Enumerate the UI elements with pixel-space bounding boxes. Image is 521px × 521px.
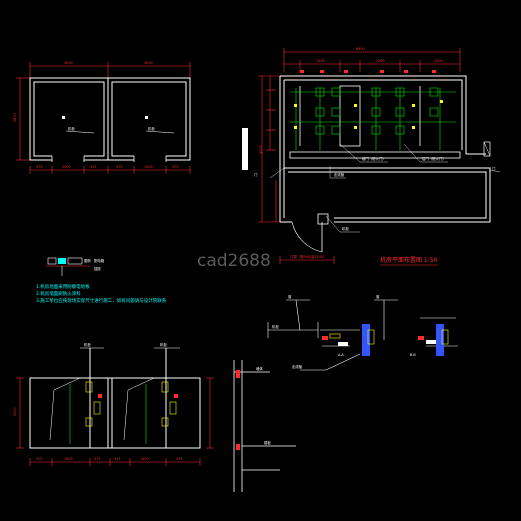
equipment-layout [290, 87, 456, 150]
door-swing [291, 221, 323, 253]
wall-panel [242, 128, 248, 170]
room-marker [145, 116, 148, 119]
note-line: 3.施工单位应按现场实际尺寸进行施工，如有问题请与设计院联系 [36, 297, 167, 304]
leader-text: 门 [254, 172, 258, 177]
elevation-views: 2200 375 1500 375 375 1500 375 机柜 机柜 [13, 342, 214, 466]
dim-text: 1200 [316, 59, 325, 63]
room-marker [62, 116, 65, 119]
door-openings [52, 154, 166, 162]
notes-block: 1.机房地面采用防静电地板 2.机房墙面刷防火涂料 3.施工单位应按现场实际尺寸… [36, 283, 167, 304]
section-label: B-B [410, 353, 416, 357]
wall-outline [29, 348, 201, 449]
dim-text: 1200 [434, 59, 443, 63]
leader-text: 后门（防火门） [422, 156, 446, 161]
leader-text: 走线管 [334, 172, 345, 177]
dim-text: 2200 [13, 407, 17, 416]
wall-outline [29, 77, 191, 161]
dim-text: 4500 [259, 145, 263, 154]
dim-text: 375 [176, 457, 182, 461]
wall-outline [279, 75, 491, 223]
dimension-line [16, 62, 191, 161]
side-door [483, 141, 491, 157]
dim-text: 1500 [62, 165, 71, 169]
dim-text: 1200 [376, 59, 385, 63]
note-line: 2.机房墙面刷防火涂料 [36, 290, 81, 297]
red-markers [300, 70, 436, 73]
room-label: 机柜 [68, 126, 75, 131]
panel-boxes [85, 381, 177, 427]
dim-text: 375 [36, 457, 42, 461]
outlet-markers [294, 100, 443, 129]
leader-text: 机柜 [342, 226, 349, 231]
section-label: A-A [338, 353, 344, 357]
note-line: 1.机房地面采用防静电地板 [36, 283, 90, 290]
dim-text: 1500 [64, 457, 73, 461]
room-label: 机柜 [148, 126, 155, 131]
leader-text: 门 [492, 166, 496, 171]
legend-label: 图例 [84, 258, 91, 263]
leader-text: 前门（防火门） [362, 156, 386, 161]
legend-block: 图例 配电箱 插座 [46, 257, 105, 276]
dim-text: 375 [114, 457, 120, 461]
detail-sections: 窗 窗 机柜 走线管 A-A B-B [267, 294, 458, 371]
hatch-blocks [362, 324, 444, 356]
dim-text: 6900 [356, 47, 365, 51]
dim-text: 门洞（宽900/高2100） [290, 254, 327, 259]
leader-text: 墙体 [256, 366, 263, 371]
dim-text: 2800 [13, 113, 17, 122]
wall-section: 墙体 楼板 [233, 360, 296, 492]
dim-text: 3000 [64, 61, 73, 65]
legend-item: 插座 [94, 266, 101, 271]
legend-item: 配电箱 [94, 258, 105, 263]
dim-text: 375 [90, 165, 96, 169]
main-room-plan: 6900 1200 1200 1200 4500 [242, 47, 501, 266]
leader-text: 机柜 [160, 342, 167, 347]
dim-text: 1500 [144, 165, 153, 169]
dim-text: 375 [116, 165, 122, 169]
leader-text: 窗 [288, 294, 292, 299]
dim-text: 375 [36, 165, 42, 169]
leader-text: 楼板 [264, 440, 271, 445]
top-left-room-plan: 3000 3000 2800 机柜 机柜 [13, 61, 191, 174]
leader-text: 机柜 [84, 342, 91, 347]
dim-text: 3000 [144, 61, 153, 65]
panel-boxes [329, 329, 449, 345]
leader-text: 走线管 [292, 364, 303, 369]
dim-text: 1500 [140, 457, 149, 461]
leader-text: 窗 [376, 294, 380, 299]
dim-text: 375 [172, 165, 178, 169]
dim-text: 375 [94, 457, 100, 461]
leader-text: 机柜 [272, 324, 279, 329]
watermark: cad2688 [197, 251, 271, 271]
main-plan-title: 机房平面布置图 1:50 [380, 256, 438, 264]
